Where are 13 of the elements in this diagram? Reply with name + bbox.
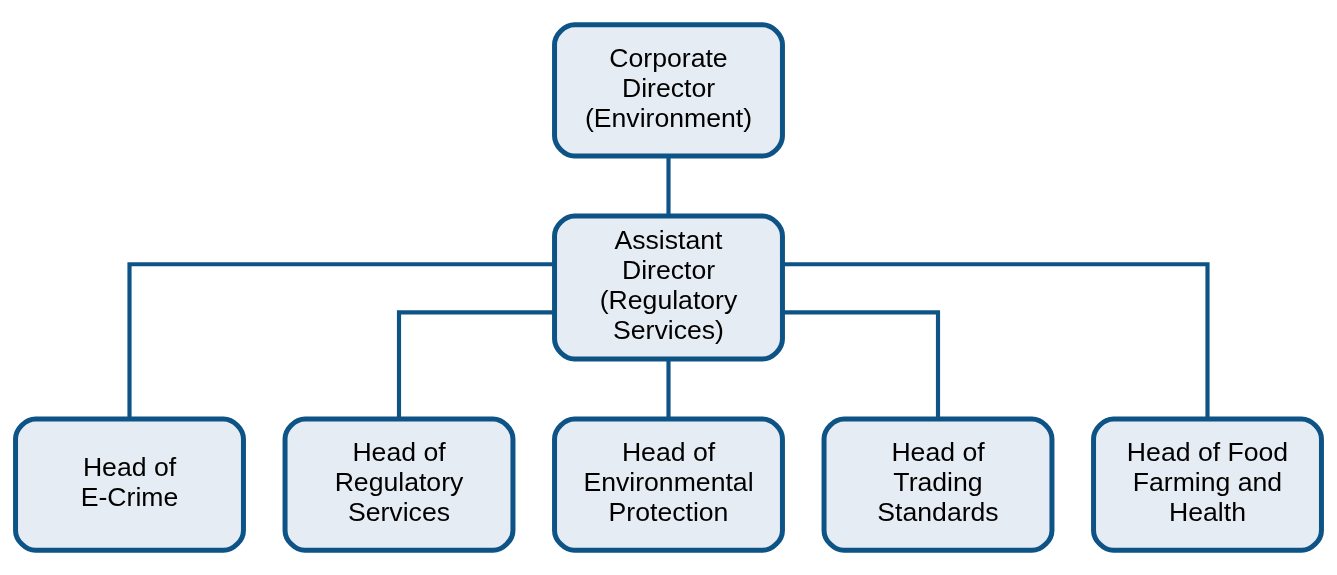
connector (782, 310, 941, 419)
node-box: Corporate Director (Environment) (552, 22, 785, 159)
node-box: Head of Trading Standards (821, 416, 1055, 553)
connector (127, 262, 555, 419)
node-box: Head of E-Crime (13, 416, 246, 553)
node-box: Assistant Director (Regulatory Services) (552, 213, 785, 362)
connector (782, 262, 1210, 419)
connector (666, 359, 671, 419)
connector (396, 310, 555, 419)
node-box: Head of Environmental Protection (552, 416, 785, 553)
connector (666, 156, 671, 216)
node-box: Head of Regulatory Services (282, 416, 516, 553)
node-box: Head of Food Farming and Health (1091, 416, 1324, 553)
